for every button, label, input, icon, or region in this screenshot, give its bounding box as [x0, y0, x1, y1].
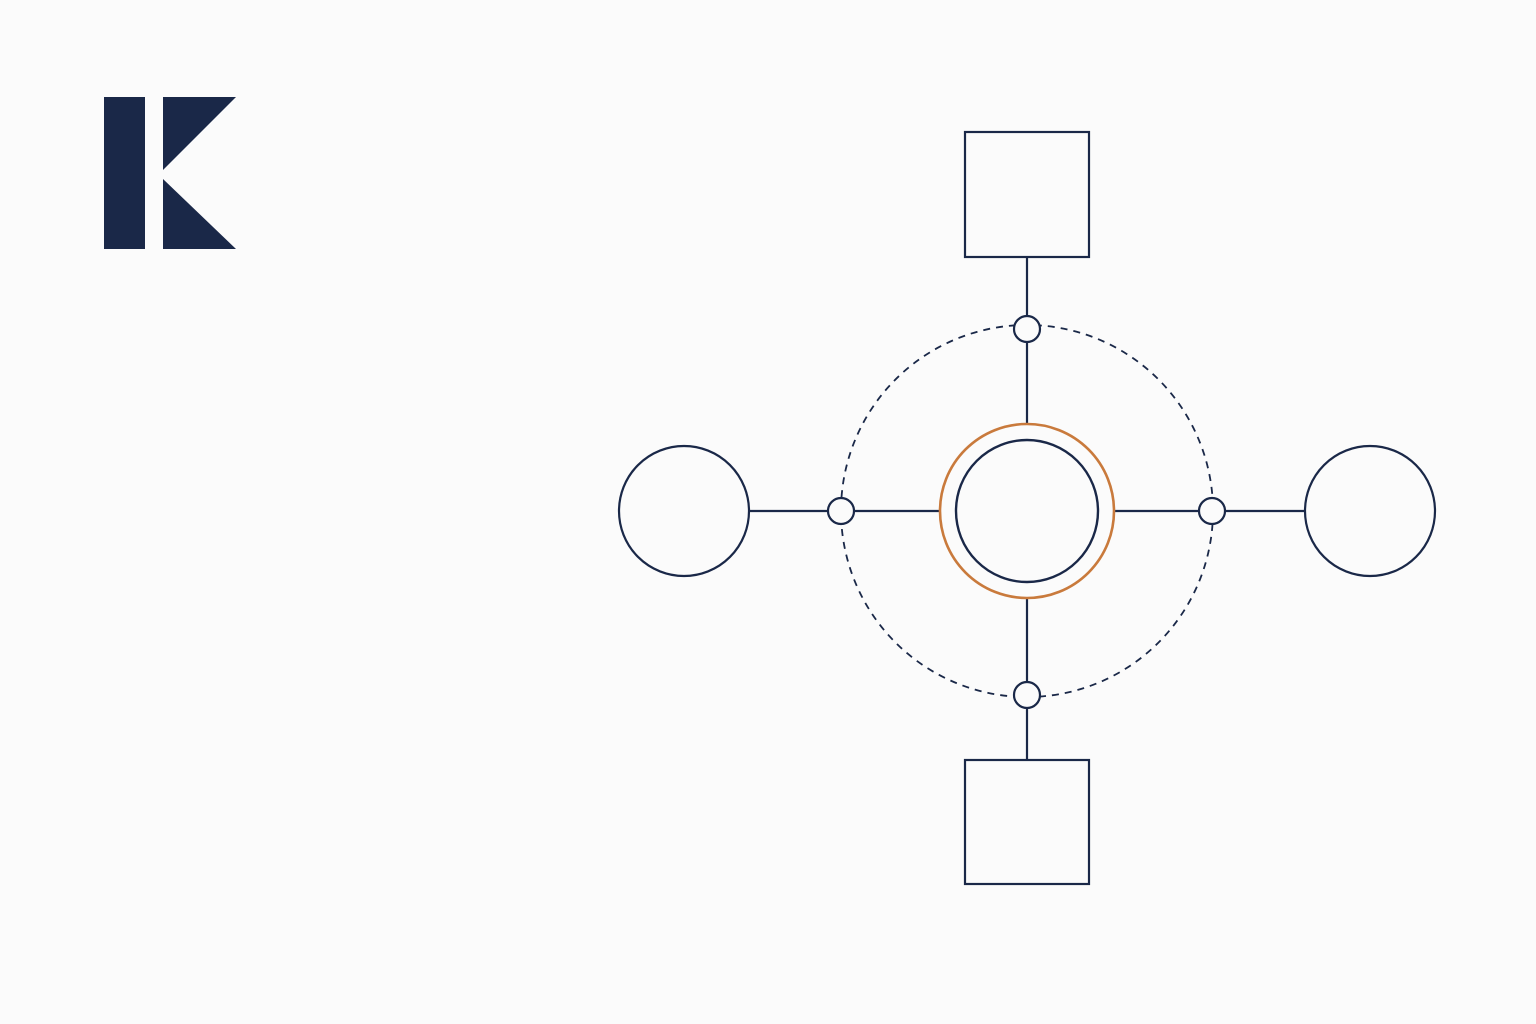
node-right-circle	[1303, 444, 1437, 578]
node-left-circle	[617, 444, 751, 578]
connector-top	[1012, 314, 1042, 344]
connector-bottom	[1012, 680, 1042, 710]
logo-bar	[104, 97, 145, 249]
logo-lower-triangle	[163, 179, 236, 249]
node-top-square	[963, 130, 1091, 259]
hub-inner-circle	[954, 438, 1100, 584]
k-monogram-icon	[104, 97, 236, 249]
logo-upper-triangle	[163, 97, 236, 170]
connector-right	[1197, 496, 1227, 526]
node-bottom-square	[963, 758, 1091, 886]
connector-left	[826, 496, 856, 526]
